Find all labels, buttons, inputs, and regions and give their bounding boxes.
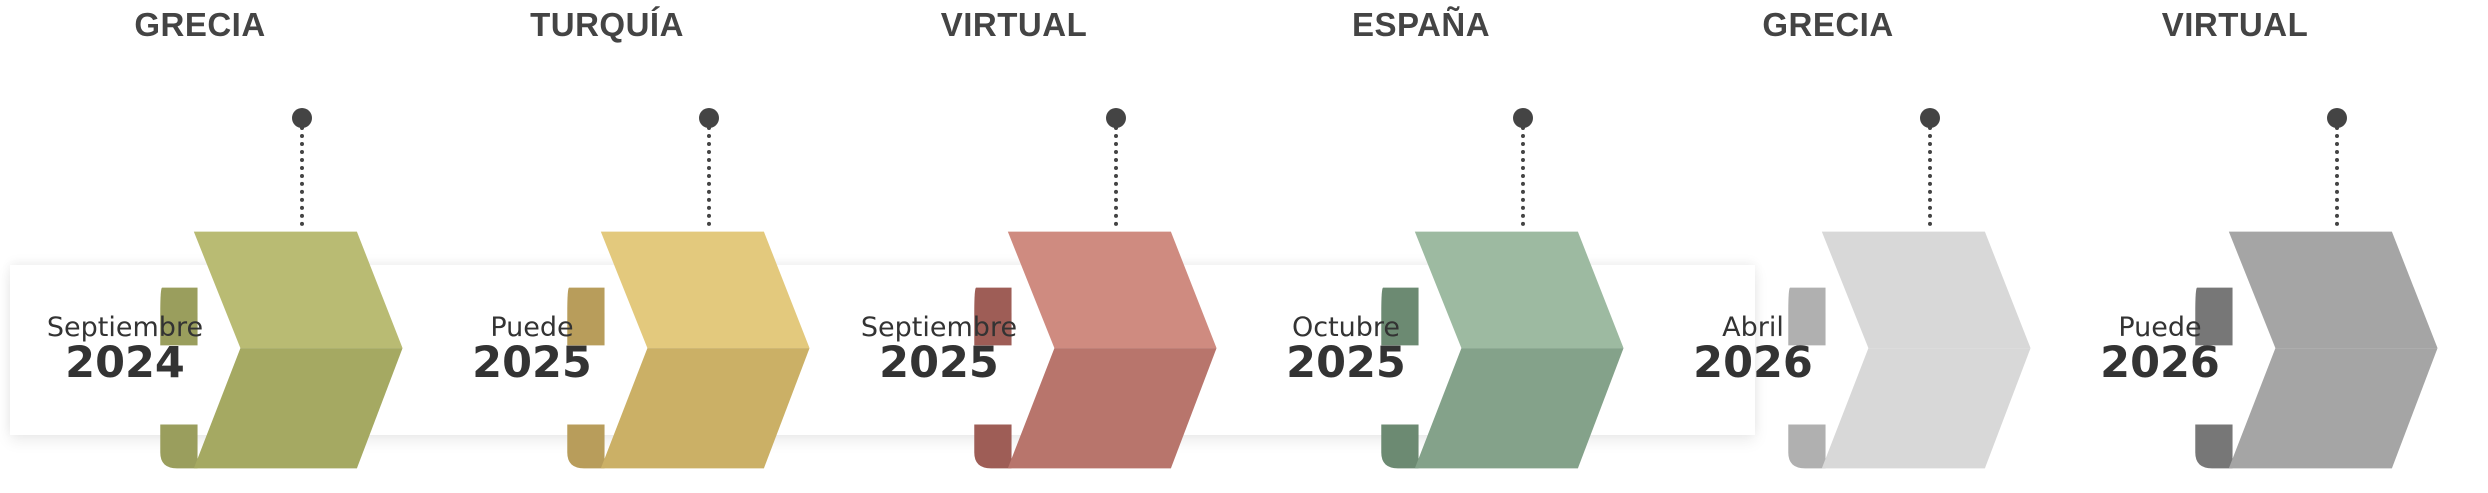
milestone-month: Septiembre xyxy=(860,312,1018,343)
chevron-upper xyxy=(1414,231,1624,349)
chevron-lower xyxy=(600,348,810,469)
pin-dot-icon xyxy=(1920,108,1940,128)
chevron-upper xyxy=(1821,231,2031,349)
chevron-lower xyxy=(1821,348,2031,469)
milestone-month: Abril xyxy=(1722,312,1784,343)
chevron-lower xyxy=(1007,348,1217,469)
chevron-upper xyxy=(2228,231,2438,349)
milestone-year: 2026 xyxy=(1693,338,1813,388)
milestone-location: ESPAÑA xyxy=(1351,6,1491,43)
chevron-upper xyxy=(193,231,403,349)
chevron-lower xyxy=(1414,348,1624,469)
dotted-connector xyxy=(2335,126,2339,226)
chevron-arrow-icon xyxy=(160,231,403,469)
milestone-location: VIRTUAL xyxy=(940,6,1088,43)
milestone-month: Puede xyxy=(490,312,574,343)
milestone-location: VIRTUAL xyxy=(2161,6,2309,43)
milestone-location: TURQUÍA xyxy=(530,6,684,43)
pin-dot-icon xyxy=(292,108,312,128)
dotted-connector xyxy=(1928,126,1932,226)
chevron-tab-bottom xyxy=(160,424,198,469)
chevron-lower xyxy=(193,348,403,469)
chevron-tab-top xyxy=(160,287,198,346)
chevron-arrow-icon xyxy=(567,231,810,469)
chevron-tab-bottom xyxy=(1381,424,1419,469)
milestone-location: GRECIA xyxy=(1762,6,1894,43)
milestone-year: 2026 xyxy=(2100,338,2220,388)
chevron-tab-bottom xyxy=(1788,424,1826,469)
milestone-year: 2025 xyxy=(1286,338,1406,388)
milestone-location: GRECIA xyxy=(134,6,266,43)
chevron-tab-bottom xyxy=(974,424,1012,469)
milestone-month: Septiembre xyxy=(46,312,204,343)
dotted-connector xyxy=(707,126,711,226)
dotted-connector xyxy=(300,126,304,226)
dotted-connector xyxy=(1521,126,1525,226)
chevron-arrow-icon xyxy=(2195,231,2438,469)
chevron-tab-bottom xyxy=(567,424,605,469)
milestone-year: 2024 xyxy=(65,338,185,388)
chevron-arrow-icon xyxy=(1788,231,2031,469)
chevron-arrow-icon xyxy=(1381,231,1624,469)
chevron-tab-bottom xyxy=(2195,424,2233,469)
chevron-tab-top xyxy=(2195,287,2233,346)
chevron-upper xyxy=(1007,231,1217,349)
pin-dot-icon xyxy=(1513,108,1533,128)
pin-dot-icon xyxy=(699,108,719,128)
chevron-tab-top xyxy=(1788,287,1826,346)
milestone-month: Puede xyxy=(2118,312,2202,343)
pin-dot-icon xyxy=(1106,108,1126,128)
pin-dot-icon xyxy=(2327,108,2347,128)
milestone-month: Octubre xyxy=(1291,312,1401,343)
milestone-year: 2025 xyxy=(879,338,999,388)
chevron-upper xyxy=(600,231,810,349)
chevron-arrow-icon xyxy=(974,231,1217,469)
chevron-tab-top xyxy=(974,287,1012,346)
chevron-lower xyxy=(2228,348,2438,469)
dotted-connector xyxy=(1114,126,1118,226)
milestone-year: 2025 xyxy=(472,338,592,388)
chevron-tab-top xyxy=(567,287,605,346)
chevron-tab-top xyxy=(1381,287,1419,346)
